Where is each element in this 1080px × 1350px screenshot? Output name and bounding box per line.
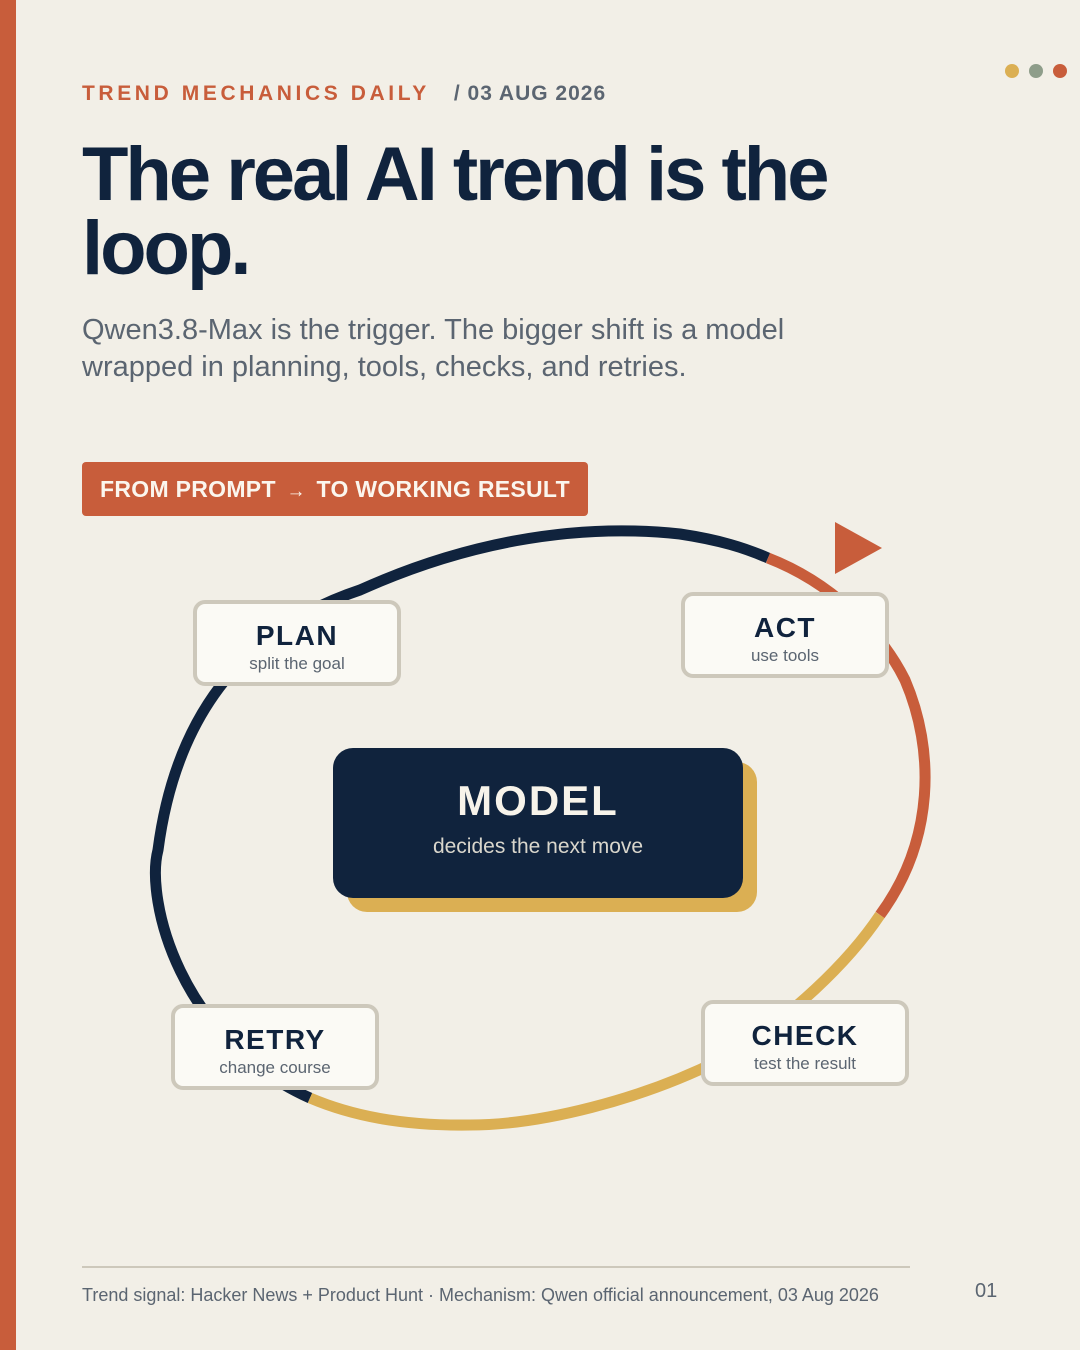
prompt-to-result-banner: FROM PROMPT → TO WORKING RESULT [82, 462, 588, 516]
page-number: 01 [975, 1280, 998, 1302]
retry-subtitle: change course [219, 1058, 331, 1077]
kicker: TREND MECHANICS DAILY / 03 AUG 2026 [82, 82, 606, 106]
footer-divider [82, 1266, 910, 1268]
node-check: CHECK test the result [701, 1000, 909, 1086]
node-plan: PLAN split the goal [193, 600, 401, 686]
act-subtitle: use tools [750, 646, 820, 665]
dot-gold [1005, 64, 1019, 78]
model-subtitle: decides the next move [432, 835, 644, 858]
headline: The real AI trend is the loop. [82, 132, 829, 291]
node-retry: RETRY change course [171, 1004, 379, 1090]
loop-arc-gold [307, 911, 885, 1131]
banner-to: TO WORKING RESULT [316, 476, 570, 502]
subheadline: Qwen3.8-Max is the trigger. The bigger s… [82, 314, 785, 383]
publication-name: TREND MECHANICS DAILY [82, 82, 430, 105]
dot-sage [1029, 64, 1043, 78]
check-title: CHECK [751, 1020, 859, 1051]
play-arrow-icon [835, 522, 882, 574]
node-act: ACT use tools [681, 592, 889, 678]
check-subtitle: test the result [753, 1054, 857, 1073]
banner-arrow-icon: → [286, 481, 306, 502]
accent-side-bar [0, 0, 16, 1350]
model-title: MODEL [457, 777, 619, 824]
footer-source: Trend signal: Hacker News + Product Hunt… [82, 1285, 879, 1305]
plan-subtitle: split the goal [249, 654, 345, 673]
dot-orange [1053, 64, 1067, 78]
banner-from: FROM PROMPT [100, 476, 276, 502]
window-dots [1005, 64, 1067, 78]
issue-date: / 03 AUG 2026 [453, 82, 607, 105]
loop-arc-orange [766, 552, 931, 919]
retry-title: RETRY [224, 1024, 326, 1055]
model-card: MODEL decides the next move [333, 748, 743, 898]
plan-title: PLAN [255, 620, 339, 651]
act-title: ACT [753, 612, 817, 643]
